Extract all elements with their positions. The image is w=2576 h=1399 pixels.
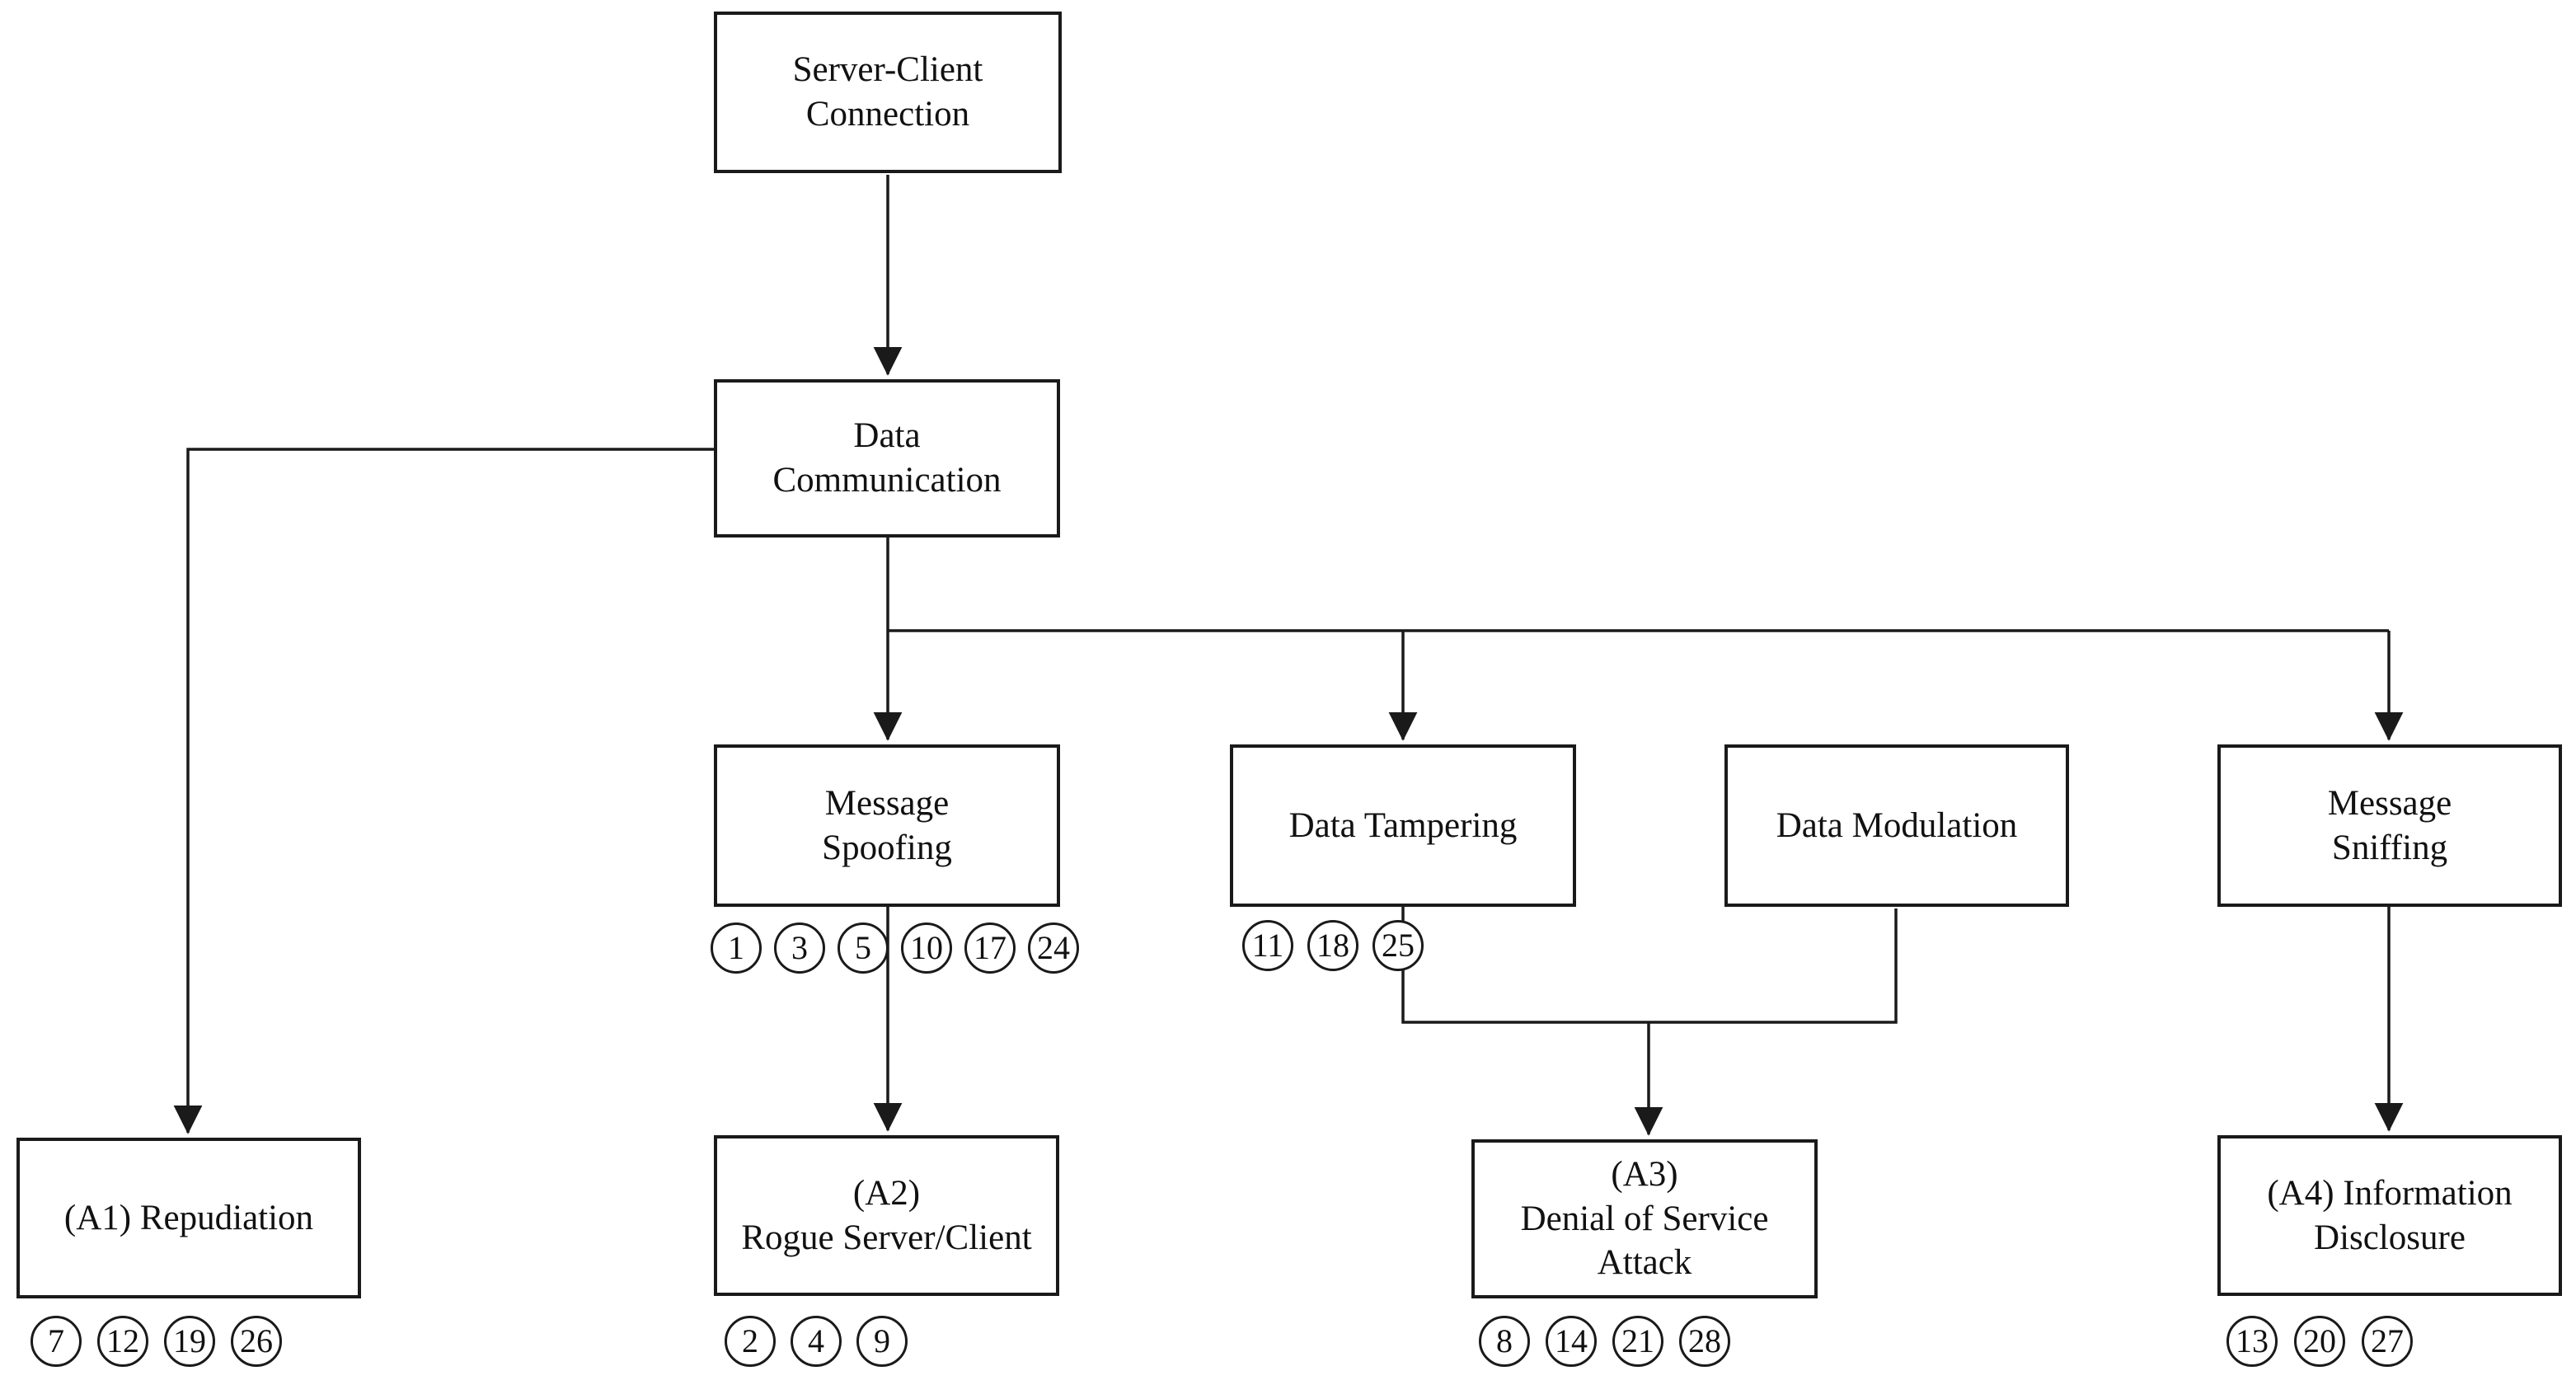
ref-circle: 11 <box>1242 920 1293 971</box>
node-a4-information-disclosure: (A4) Information Disclosure <box>2217 1135 2562 1296</box>
edge-tampering-modulation-merge <box>1401 907 1898 1024</box>
ref-circle: 4 <box>791 1316 842 1367</box>
ref-circle: 24 <box>1028 922 1079 974</box>
ref-circle: 14 <box>1546 1316 1597 1367</box>
node-label: Message Spoofing <box>822 783 952 867</box>
refs-a3-denial-of-service: 8 14 21 28 <box>1479 1316 1730 1367</box>
refs-a1-repudiation: 7 12 19 26 <box>30 1316 282 1367</box>
node-label: Data Modulation <box>1776 805 2018 845</box>
refs-data-tampering: 11 18 25 <box>1242 920 1424 971</box>
node-a1-repudiation: (A1) Repudiation <box>16 1138 361 1298</box>
edge-datacomm-to-a1 <box>173 448 714 1134</box>
ref-circle: 2 <box>725 1316 776 1367</box>
node-data-modulation: Data Modulation <box>1724 744 2069 907</box>
node-data-tampering: Data Tampering <box>1230 744 1576 907</box>
refs-a4-information-disclosure: 13 20 27 <box>2226 1316 2413 1367</box>
ref-circle: 28 <box>1679 1316 1730 1367</box>
node-message-spoofing: Message Spoofing <box>714 744 1060 907</box>
node-label: Server-Client Connection <box>792 50 983 134</box>
ref-circle: 12 <box>97 1316 148 1367</box>
ref-circle: 5 <box>838 922 889 974</box>
node-server-client-connection: Server-Client Connection <box>714 12 1062 173</box>
ref-circle: 17 <box>964 922 1016 974</box>
node-label: (A3) Denial of Service Attack <box>1520 1154 1769 1283</box>
ref-circle: 25 <box>1372 920 1424 971</box>
ref-circle: 10 <box>901 922 952 974</box>
node-label: Data Tampering <box>1288 805 1518 845</box>
ref-circle: 18 <box>1307 920 1358 971</box>
ref-circle: 27 <box>2362 1316 2413 1367</box>
node-message-sniffing: Message Sniffing <box>2217 744 2562 907</box>
node-label: Message Sniffing <box>2327 783 2452 867</box>
node-label: (A4) Information Disclosure <box>2267 1173 2513 1257</box>
ref-circle: 8 <box>1479 1316 1530 1367</box>
ref-circle: 19 <box>164 1316 215 1367</box>
node-data-communication: Data Communication <box>714 379 1060 538</box>
ref-circle: 3 <box>774 922 825 974</box>
ref-circle: 26 <box>231 1316 282 1367</box>
ref-circle: 21 <box>1612 1316 1663 1367</box>
node-a2-rogue-server-client: (A2) Rogue Server/Client <box>714 1135 1059 1296</box>
ref-circle: 9 <box>856 1316 908 1367</box>
ref-circle: 20 <box>2294 1316 2345 1367</box>
ref-circle: 7 <box>30 1316 82 1367</box>
node-label: (A2) Rogue Server/Client <box>741 1173 1032 1257</box>
node-label: Data Communication <box>772 416 1002 500</box>
node-a3-denial-of-service: (A3) Denial of Service Attack <box>1471 1139 1818 1298</box>
ref-circle: 13 <box>2226 1316 2278 1367</box>
ref-circle: 1 <box>711 922 762 974</box>
node-label: (A1) Repudiation <box>63 1198 314 1237</box>
